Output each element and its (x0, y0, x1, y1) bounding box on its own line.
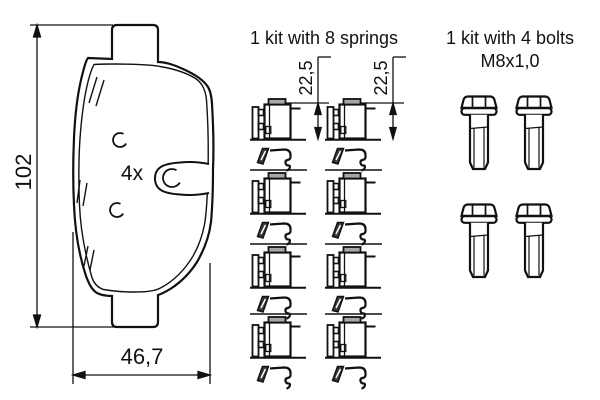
brake-pad-drawing (72, 23, 215, 329)
bolts-kit-title-line: 1 kit with 4 bolts (445, 28, 575, 48)
bolt-icon (460, 203, 498, 279)
pad-hole-lower (109, 202, 124, 218)
spring-icon (248, 171, 308, 246)
kits-layer (248, 95, 553, 390)
pad-width-dim-label: 46,7 (120, 344, 164, 369)
bolt-icon (460, 95, 498, 171)
spring-icon (323, 97, 383, 172)
pad-ear-hole (162, 168, 181, 188)
bolt-icon (515, 95, 553, 171)
spring-height-dim-label-1: 22,5 (296, 60, 316, 96)
spring-height-dimension (286, 56, 406, 142)
spring-icon (323, 171, 383, 246)
pad-hole-upper (112, 132, 127, 148)
bolt-icon (515, 203, 553, 279)
spring-icon (248, 315, 308, 390)
spring-height-dim-label-2: 22,5 (371, 60, 391, 96)
pad-inner-contour (78, 63, 209, 293)
spring-icon (248, 245, 308, 320)
pad-height-dim-label: 102 (11, 153, 36, 191)
bolts-kit-title: 1 kit with 4 bolts M8x1,0 (420, 27, 600, 73)
width-dimension (70, 232, 213, 384)
pad-qty-label: 4x (120, 162, 144, 185)
pad-chamfer-dashes (76, 76, 105, 271)
bolts-kit-thread-spec: M8x1,0 (480, 51, 540, 71)
spring-icon (323, 245, 383, 320)
spring-icon (323, 315, 383, 390)
springs-kit-title: 1 kit with 8 springs (249, 28, 399, 48)
pad-outer-outline (72, 23, 215, 329)
height-dimension (30, 22, 128, 330)
spring-icon (248, 97, 308, 172)
